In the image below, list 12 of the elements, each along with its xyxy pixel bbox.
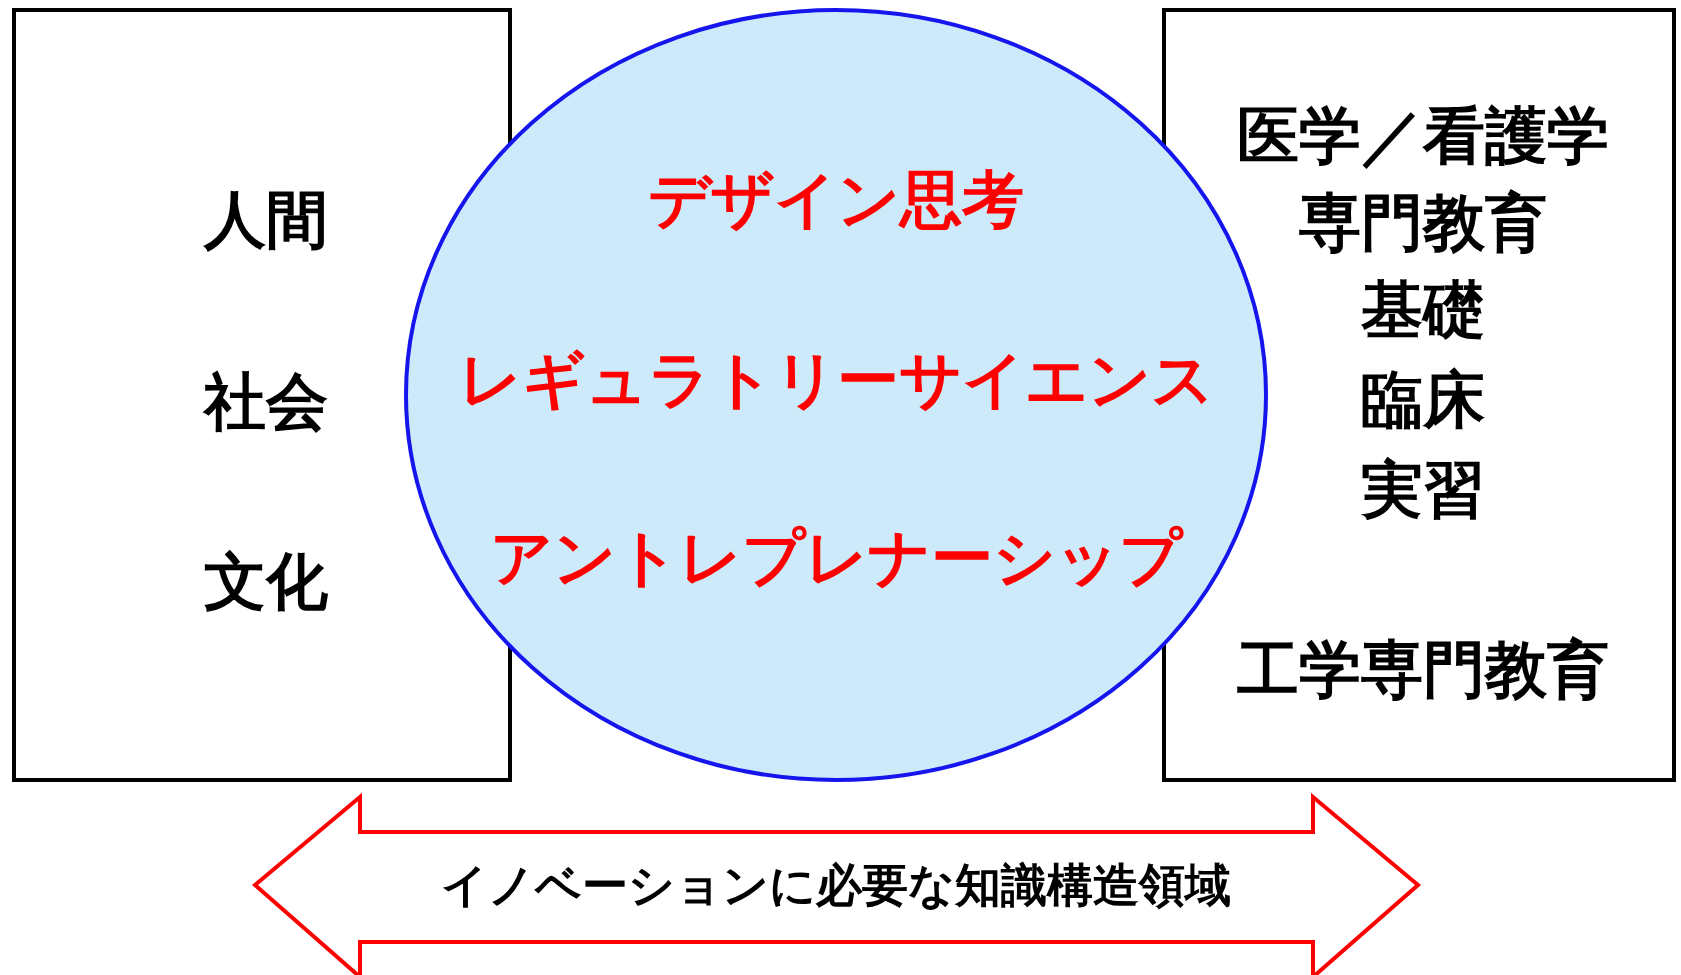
topic-label: 社会 xyxy=(202,363,329,440)
topic-label: 人間 xyxy=(202,181,329,258)
band-label: イノベーションに必要な知識構造領域 xyxy=(440,856,1232,914)
concept-label: アントレプレナーシップ xyxy=(489,519,1185,596)
course-label: 基礎 xyxy=(1360,271,1486,348)
course-label: 医学／看護学専門教育 xyxy=(1236,98,1610,261)
course-label: 実習 xyxy=(1360,451,1486,528)
concept-label: レギュラトリーサイエンス xyxy=(457,341,1215,418)
course-label: 工学専門教育 xyxy=(1236,631,1610,708)
concept-label: デザイン思考 xyxy=(647,161,1025,238)
topic-label: 文化 xyxy=(203,543,329,620)
course-label: 臨床 xyxy=(1360,361,1486,438)
